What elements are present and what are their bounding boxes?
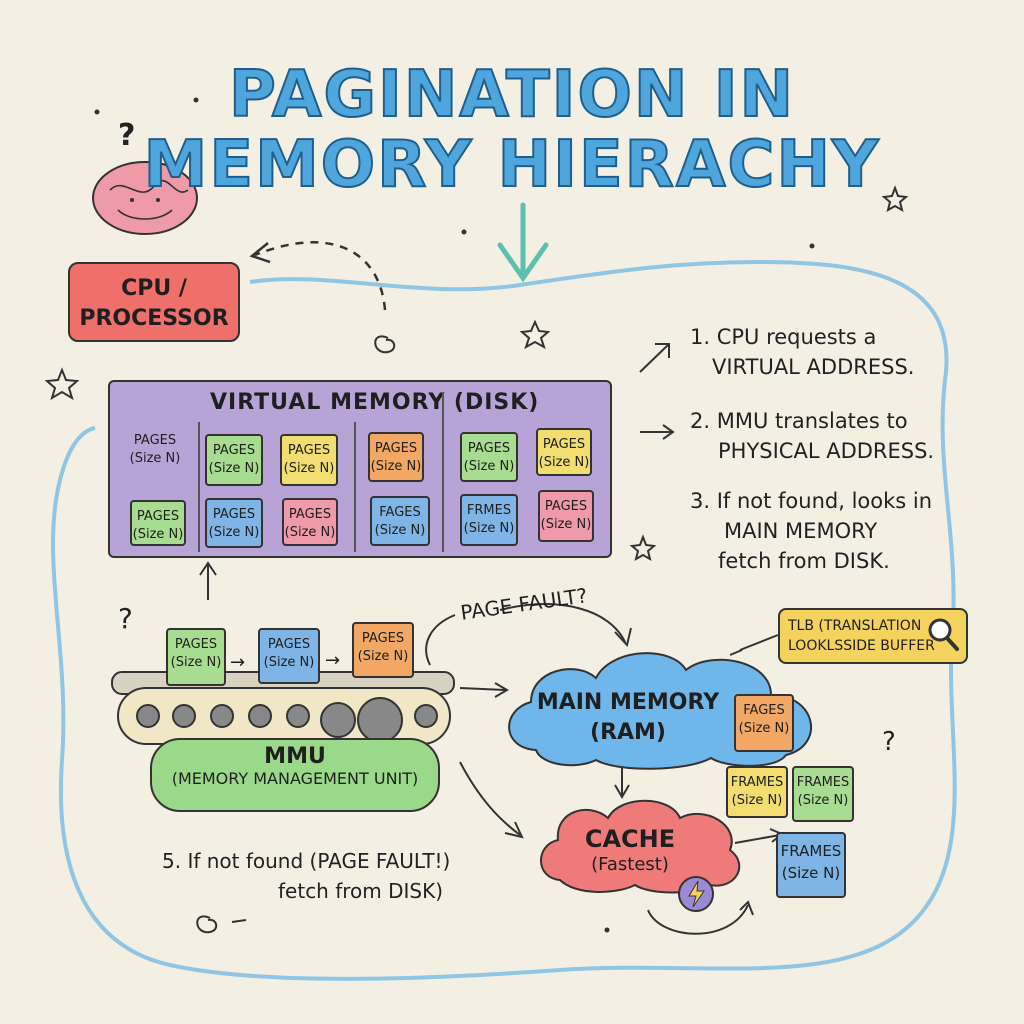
swirl-icon bbox=[196, 915, 247, 934]
conveyor-arrow: → bbox=[230, 652, 246, 673]
cache-cloud-shape bbox=[540, 799, 741, 894]
page-fault-arrow bbox=[499, 603, 626, 643]
question-mark-icon: ? bbox=[882, 727, 896, 757]
mmu-subtitle: (MEMORY MANAGEMENT UNIT) bbox=[171, 769, 419, 788]
conveyor-arrow: → bbox=[325, 650, 341, 671]
vm-page-block: PAGES(Size N) bbox=[538, 490, 594, 542]
tlb-box: TLB (TRANSLATION LOOKLSSIDE BUFFER bbox=[778, 608, 968, 664]
cache-label: CACHE (Fastest) bbox=[584, 825, 676, 875]
up-arrow bbox=[199, 561, 217, 600]
cpu-box: CPU / PROCESSOR bbox=[68, 262, 240, 342]
tlb-to-ram-arrow bbox=[729, 634, 779, 656]
vm-page-block: PAGES(Size N) bbox=[368, 432, 424, 482]
vm-page-block: PAGES(Size N) bbox=[282, 498, 338, 546]
cpu-label-line1: CPU / bbox=[121, 276, 187, 301]
vm-page-block: PAGES(Size N) bbox=[205, 434, 263, 486]
lightning-icon bbox=[678, 876, 714, 912]
star-icon bbox=[519, 319, 551, 350]
gear-icon bbox=[136, 704, 160, 728]
mmu-title: MMU bbox=[264, 744, 326, 769]
frame-block: FRAMES(Size N) bbox=[726, 766, 788, 818]
gear-icon bbox=[320, 702, 356, 738]
dashed-arrow-to-cpu bbox=[254, 241, 387, 311]
gear-icon bbox=[357, 697, 403, 743]
cpu-label-line2: PROCESSOR bbox=[79, 306, 229, 331]
title-down-arrow bbox=[497, 202, 549, 283]
virtual-memory-title: VIRTUAL MEMORY (DISK) bbox=[210, 390, 540, 415]
conveyor-page-block: PAGES(Size N) bbox=[352, 622, 414, 678]
vm-page-block: PAGES(Size N) bbox=[460, 432, 518, 482]
vm-page-block: PAGES(Size N) bbox=[536, 428, 592, 476]
star-icon bbox=[44, 367, 80, 401]
page-title-line1: PAGINATION IN bbox=[228, 57, 796, 133]
star-icon bbox=[629, 534, 657, 562]
conveyor-page-block: PAGES(Size N) bbox=[166, 628, 226, 686]
question-mark-icon: ? bbox=[118, 602, 133, 635]
vm-page-block: PAGES(Size N) bbox=[130, 500, 186, 546]
vm-side-label: PAGES (Size N) bbox=[129, 433, 181, 466]
mmu-to-cache-arrow bbox=[459, 761, 524, 839]
step-2-note: 2. MMU translates to PHYSICAL ADDRESS. bbox=[690, 409, 935, 463]
brain-icon bbox=[92, 161, 198, 235]
page-title-line2: MEMORY HIERACHY bbox=[143, 127, 881, 203]
vm-page-block: FRMES(Size N) bbox=[460, 494, 518, 546]
step-3-note: 3. If not found, looks in MAIN MEMORY fe… bbox=[690, 489, 933, 573]
wavy-border bbox=[51, 259, 957, 981]
step-1-note: 1. CPU requests a VIRTUAL ADDRESS. bbox=[690, 325, 915, 379]
step-5-note: 5. If not found (PAGE FAULT!) fetch from… bbox=[162, 849, 451, 903]
frame-block: FRAMES(Size N) bbox=[776, 832, 846, 898]
vm-page-block: PAGES(Size N) bbox=[205, 498, 263, 548]
mmu-cloud: MMU (MEMORY MANAGEMENT UNIT) bbox=[150, 738, 440, 812]
star-icon bbox=[881, 185, 909, 213]
conveyor-to-ram-arrow bbox=[459, 682, 509, 698]
swirl-icon bbox=[374, 335, 396, 354]
magnifier-icon bbox=[928, 618, 959, 651]
ram-page-block: FAGES(Size N) bbox=[734, 694, 794, 752]
main-memory-label: MAIN MEMORY (RAM) bbox=[536, 690, 720, 745]
vm-page-block: PAGES(Size N) bbox=[280, 434, 338, 486]
question-mark-icon: ? bbox=[118, 118, 135, 153]
ram-to-cache-arrow bbox=[614, 768, 630, 799]
vm-page-block: FAGES(Size N) bbox=[370, 496, 430, 546]
step1-arrow bbox=[639, 343, 670, 373]
step2-arrow bbox=[640, 424, 675, 440]
conveyor-page-block: PAGES(Size N) bbox=[258, 628, 320, 684]
cache-loop-arrow bbox=[647, 904, 749, 935]
virtual-memory-panel: VIRTUAL MEMORY (DISK) bbox=[108, 380, 612, 558]
frame-block: FRAMES(Size N) bbox=[792, 766, 854, 822]
